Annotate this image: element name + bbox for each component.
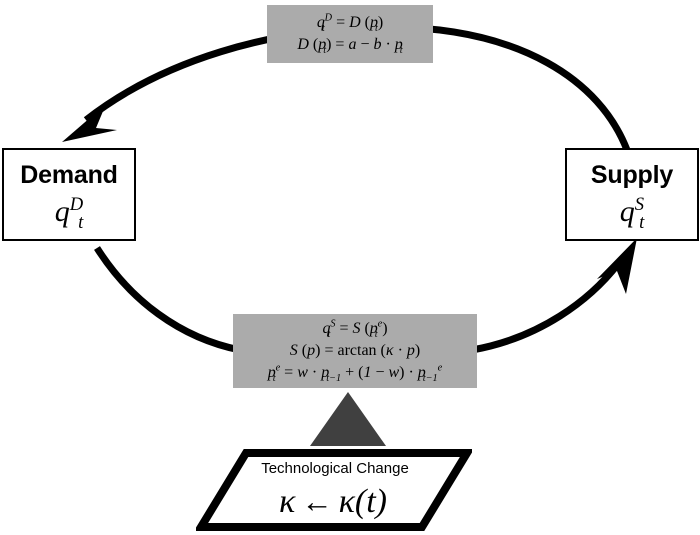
demand-equation-label: qtD = D (pt) D (pt) = a − b · pt — [267, 5, 433, 63]
demand-node-symbol: qDt — [54, 193, 84, 233]
supply-node: Supply qSt — [565, 148, 699, 241]
bottom-connector-arrowhead — [597, 238, 637, 294]
supply-equation-line-1: qtS = S (pte) — [322, 318, 388, 341]
demand-equation-line-2: D (pt) = a − b · pt — [297, 36, 403, 57]
supply-equation-line-3: pte = w · pt−1 + (1 − w) · pt−1e — [267, 362, 443, 385]
technology-to-supply-arrow — [310, 392, 386, 446]
demand-node-title: Demand — [20, 160, 118, 189]
bottom-connector-path — [94, 246, 241, 354]
demand-node: Demand qDt — [2, 148, 136, 241]
supply-equation-label: qtS = S (pte) S (p) = arctan (κ · p) pte… — [233, 314, 477, 388]
demand-equation-line-1: qtD = D (pt) — [316, 12, 384, 35]
supply-equation-line-2: S (p) = arctan (κ · p) — [289, 341, 421, 359]
bottom-connector-path-right — [471, 261, 621, 354]
technological-change-shape — [196, 449, 472, 531]
supply-node-symbol: qSt — [619, 193, 645, 233]
top-connector-arrowhead — [62, 104, 117, 142]
supply-node-title: Supply — [590, 160, 674, 189]
